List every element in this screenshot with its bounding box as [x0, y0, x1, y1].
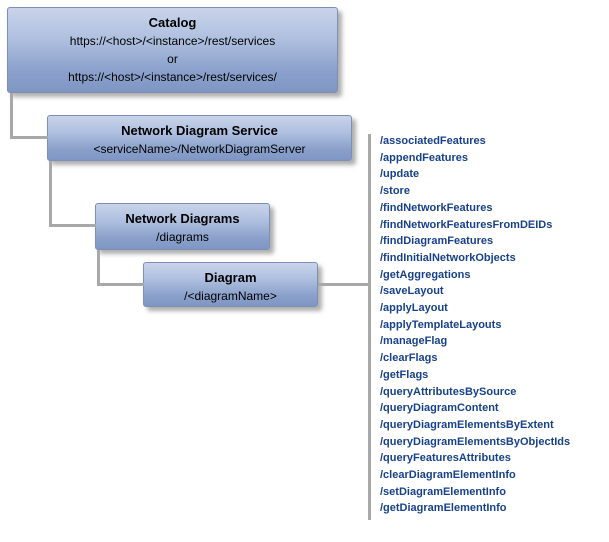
node-catalog-url-1: https://<host>/<instance>/rest/services	[69, 34, 276, 48]
node-catalog-title: Catalog	[148, 15, 197, 30]
node-network-diagram-service-path: <serviceName>/NetworkDiagramServer	[93, 142, 306, 156]
node-catalog-or: or	[167, 52, 178, 66]
operation-link[interactable]: /saveLayout	[380, 285, 444, 298]
operation-link[interactable]: /queryDiagramContent	[380, 402, 499, 415]
node-catalog[interactable]: Catalog https://<host>/<instance>/rest/s…	[7, 7, 338, 93]
operation-link[interactable]: /getFlags	[380, 368, 429, 381]
operation-link[interactable]: /manageFlag	[380, 335, 448, 348]
operation-link[interactable]: /queryAttributesBySource	[380, 385, 517, 398]
operation-link[interactable]: /getDiagramElementInfo	[380, 502, 507, 515]
operation-link[interactable]: /clearDiagramElementInfo	[380, 469, 516, 482]
node-diagram-title: Diagram	[204, 270, 257, 285]
node-network-diagrams-title: Network Diagrams	[125, 211, 240, 226]
operation-link[interactable]: /associatedFeatures	[380, 135, 486, 147]
operation-link[interactable]: /store	[380, 185, 410, 198]
connector-diagrams-to-diagram-vertical	[97, 250, 100, 286]
connector-catalog-to-service-vertical	[10, 93, 13, 139]
node-catalog-url-2: https://<host>/<instance>/rest/services/	[68, 70, 277, 84]
operation-link[interactable]: /queryDiagramElementsByExtent	[380, 418, 554, 431]
operation-link[interactable]: /queryFeaturesAttributes	[380, 452, 511, 465]
operation-link[interactable]: /clearFlags	[380, 352, 438, 365]
operation-link[interactable]: /findDiagramFeatures	[380, 235, 494, 248]
operation-link[interactable]: /setDiagramElementInfo	[380, 485, 506, 498]
connector-service-to-diagrams-horizontal	[49, 224, 96, 227]
connector-catalog-to-service-horizontal	[10, 136, 48, 139]
node-network-diagrams-path: /diagrams	[156, 230, 209, 244]
connector-service-to-diagrams-vertical	[49, 161, 52, 227]
connector-diagrams-to-diagram-horizontal	[97, 283, 144, 286]
node-network-diagrams[interactable]: Network Diagrams /diagrams	[95, 203, 270, 250]
operation-link[interactable]: /getAggregations	[380, 268, 471, 281]
operation-link[interactable]: /findInitialNetworkObjects	[380, 251, 516, 264]
node-diagram[interactable]: Diagram /<diagramName>	[143, 262, 318, 307]
node-network-diagram-service[interactable]: Network Diagram Service <serviceName>/Ne…	[47, 115, 352, 161]
operations-list: /associatedFeatures/appendFeatures/updat…	[380, 133, 606, 517]
connector-diagram-to-operations-horizontal	[318, 283, 368, 286]
operation-link[interactable]: /update	[380, 168, 420, 181]
operation-link[interactable]: /findNetworkFeatures	[380, 201, 493, 214]
node-network-diagram-service-title: Network Diagram Service	[121, 123, 278, 138]
operation-link[interactable]: /appendFeatures	[380, 151, 469, 164]
connector-operations-spine	[368, 134, 371, 520]
operation-link[interactable]: /queryDiagramElementsByObjectIds	[380, 435, 571, 448]
operation-link[interactable]: /applyTemplateLayouts	[380, 318, 502, 331]
operation-link[interactable]: /applyLayout	[380, 302, 448, 315]
operation-link[interactable]: /findNetworkFeaturesFromDEIDs	[380, 218, 553, 231]
node-diagram-path: /<diagramName>	[184, 289, 277, 303]
